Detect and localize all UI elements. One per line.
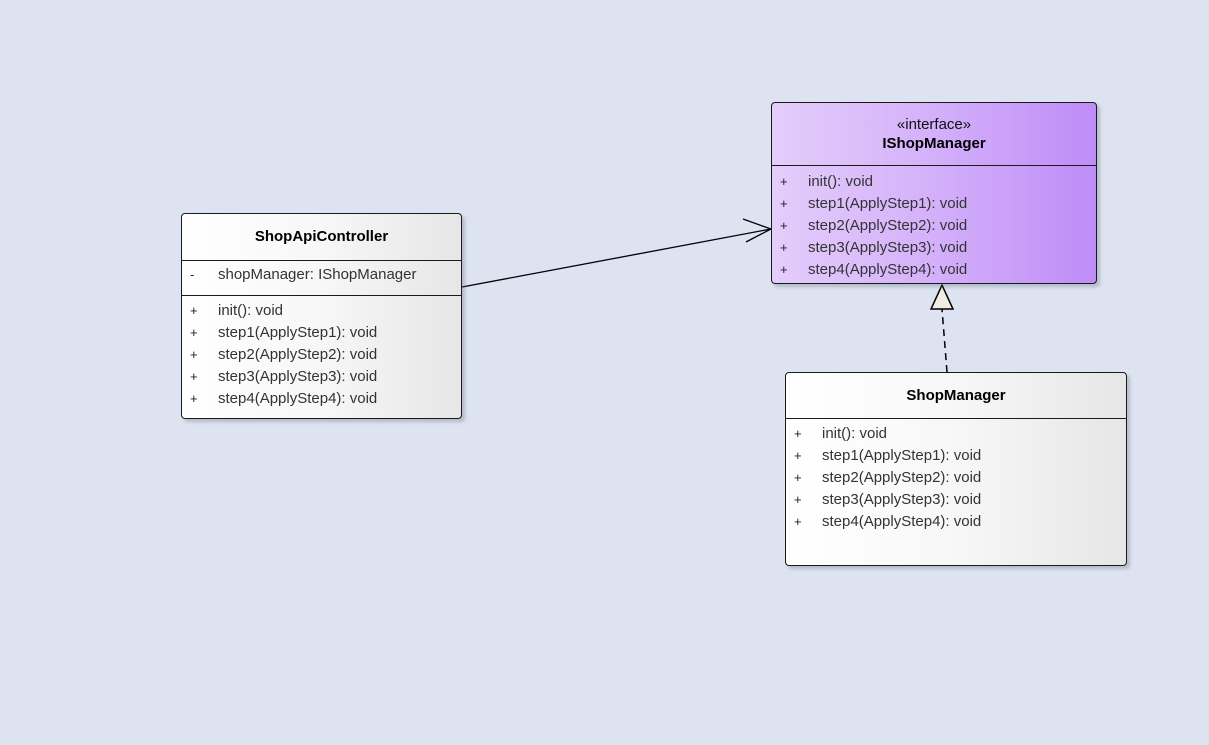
operation-signature: step2(ApplyStep2): void xyxy=(218,346,378,363)
visibility-marker: - xyxy=(190,267,195,282)
operation-item: + step3(ApplyStep3): void xyxy=(786,489,1126,511)
operation-signature: step3(ApplyStep3): void xyxy=(808,239,968,256)
operation-item: + step4(ApplyStep4): void xyxy=(182,388,461,410)
visibility-marker: + xyxy=(780,240,788,255)
class-shop-manager[interactable]: ShopManager + init(): void + step1(Apply… xyxy=(785,372,1127,566)
visibility-marker: + xyxy=(794,470,802,485)
operation-signature: step2(ApplyStep2): void xyxy=(808,217,968,234)
visibility-marker: + xyxy=(780,196,788,211)
operation-item: + step1(ApplyStep1): void xyxy=(786,445,1126,467)
visibility-marker: + xyxy=(794,448,802,463)
operation-signature: init(): void xyxy=(218,302,284,319)
operation-item: + step2(ApplyStep2): void xyxy=(772,215,1096,237)
visibility-marker: + xyxy=(190,347,198,362)
visibility-marker: + xyxy=(780,218,788,233)
operations-compartment: + init(): void + step1(ApplyStep1): void… xyxy=(182,296,461,410)
operation-signature: step1(ApplyStep1): void xyxy=(822,447,982,464)
interface-ishop-manager[interactable]: «interface» IShopManager + init(): void … xyxy=(771,102,1097,284)
operation-item: + step1(ApplyStep1): void xyxy=(772,193,1096,215)
operation-item: + init(): void xyxy=(772,171,1096,193)
operation-item: + init(): void xyxy=(182,300,461,322)
operations-compartment: + init(): void + step1(ApplyStep1): void… xyxy=(772,166,1096,281)
operation-item: + step2(ApplyStep2): void xyxy=(786,467,1126,489)
operation-signature: init(): void xyxy=(808,173,874,190)
operation-item: + init(): void xyxy=(786,423,1126,445)
operation-signature: step1(ApplyStep1): void xyxy=(218,324,378,341)
realization-arrow[interactable] xyxy=(929,283,955,373)
visibility-marker: + xyxy=(190,369,198,384)
operation-signature: step3(ApplyStep3): void xyxy=(822,491,982,508)
operation-item: + step3(ApplyStep3): void xyxy=(772,237,1096,259)
operation-signature: step4(ApplyStep4): void xyxy=(218,390,378,407)
class-shop-api-controller[interactable]: ShopApiController - shopManager: IShopMa… xyxy=(181,213,462,419)
operation-signature: step3(ApplyStep3): void xyxy=(218,368,378,385)
attribute-item: - shopManager: IShopManager xyxy=(182,264,461,286)
operation-item: + step1(ApplyStep1): void xyxy=(182,322,461,344)
class-name: ShopManager xyxy=(906,386,1006,404)
visibility-marker: + xyxy=(190,391,198,406)
operation-signature: init(): void xyxy=(822,425,888,442)
attributes-compartment: - shopManager: IShopManager xyxy=(182,261,461,296)
operation-signature: step1(ApplyStep1): void xyxy=(808,195,968,212)
class-header: ShopManager xyxy=(786,373,1126,419)
visibility-marker: + xyxy=(794,514,802,529)
interface-name: IShopManager xyxy=(882,135,986,152)
operation-item: + step4(ApplyStep4): void xyxy=(786,511,1126,533)
operation-signature: step4(ApplyStep4): void xyxy=(822,513,982,530)
visibility-marker: + xyxy=(780,174,788,189)
visibility-marker: + xyxy=(190,303,198,318)
operation-signature: step4(ApplyStep4): void xyxy=(808,261,968,278)
visibility-marker: + xyxy=(794,492,802,507)
class-header: ShopApiController xyxy=(182,214,461,261)
operation-item: + step4(ApplyStep4): void xyxy=(772,259,1096,281)
association-arrow[interactable] xyxy=(461,218,773,288)
interface-header: «interface» IShopManager xyxy=(772,103,1096,166)
visibility-marker: + xyxy=(190,325,198,340)
operations-compartment: + init(): void + step1(ApplyStep1): void… xyxy=(786,419,1126,533)
attribute-signature: shopManager: IShopManager xyxy=(218,266,417,283)
visibility-marker: + xyxy=(780,262,788,277)
operation-item: + step3(ApplyStep3): void xyxy=(182,366,461,388)
class-name: ShopApiController xyxy=(254,228,389,245)
operation-signature: step2(ApplyStep2): void xyxy=(822,469,982,486)
operation-item: + step2(ApplyStep2): void xyxy=(182,344,461,366)
visibility-marker: + xyxy=(794,426,802,441)
stereotype-label: «interface» xyxy=(896,116,972,133)
